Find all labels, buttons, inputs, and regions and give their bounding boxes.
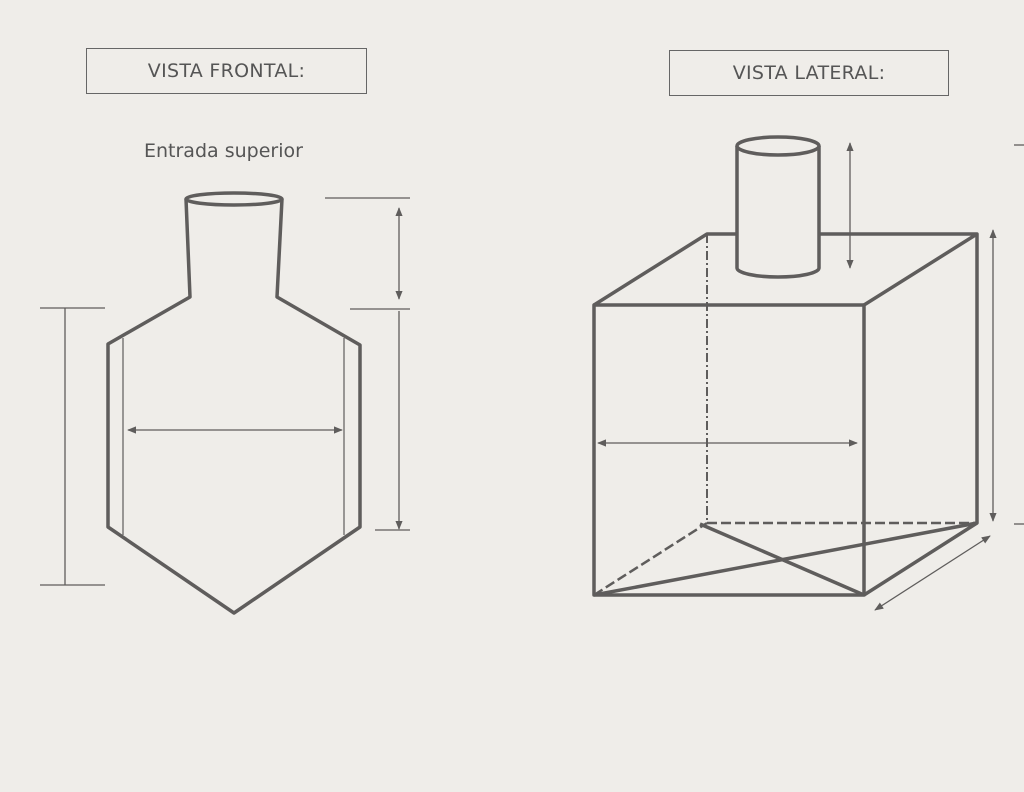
side-view-title: VISTA LATERAL:	[669, 50, 949, 96]
side-view-box	[592, 135, 979, 597]
inlet-opening	[184, 191, 284, 207]
cylinder-top	[735, 135, 821, 157]
hidden-edge	[593, 521, 708, 597]
front-view-title: VISTA FRONTAL:	[86, 48, 367, 94]
cylinder-body	[735, 146, 821, 279]
box-edges	[593, 232, 979, 597]
front-face	[592, 303, 866, 597]
box-depth-arrow	[874, 535, 991, 611]
side-view-dimensions	[597, 142, 1024, 611]
base-diagonal	[593, 521, 978, 597]
front-view-bottle	[106, 191, 362, 615]
bottle-outline	[106, 198, 362, 615]
top-inlet-caption: Entrada superior	[144, 140, 303, 162]
base-diagonal	[699, 522, 865, 597]
front-view-dimensions	[40, 197, 410, 586]
